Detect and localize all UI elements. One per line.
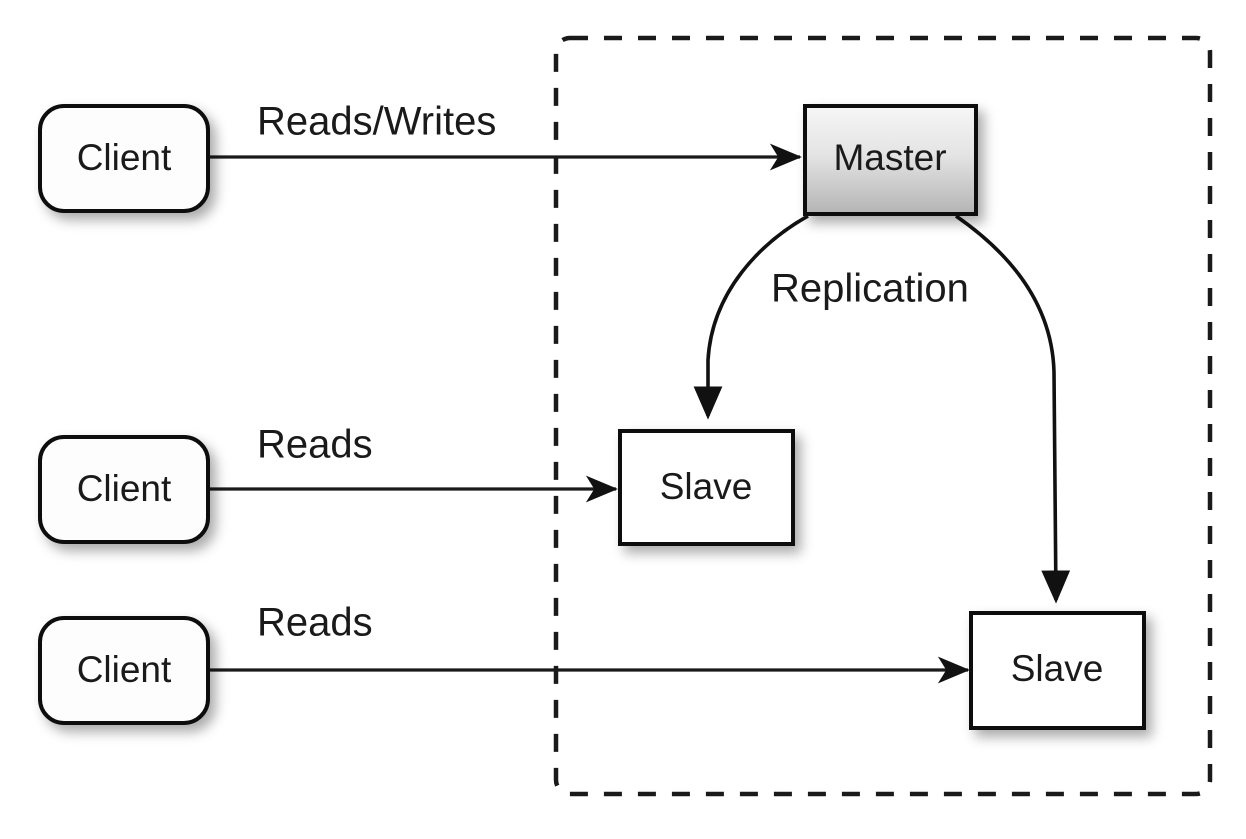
client-2-label: Client — [77, 468, 172, 509]
node-slave-2[interactable]: Slave — [969, 611, 1146, 730]
client-1-shape — [38, 104, 210, 213]
edge-label-replication: Replication — [771, 267, 969, 311]
node-master[interactable]: Master — [803, 104, 978, 216]
node-client-2[interactable]: Client — [38, 435, 210, 544]
node-client-3[interactable]: Client — [38, 616, 210, 725]
client-2-shape — [38, 435, 210, 544]
node-slave-1[interactable]: Slave — [618, 429, 795, 546]
node-client-1[interactable]: Client — [38, 104, 210, 213]
edge-curve-master-slave2 — [954, 214, 1071, 604]
slave-1-label: Slave — [660, 466, 753, 507]
edge-label-reads-slave1: Reads — [257, 423, 373, 467]
client-3-shape — [38, 616, 210, 725]
client-3-label: Client — [77, 649, 172, 690]
slave-1-shape — [618, 429, 795, 546]
edge-label-reads-slave2: Reads — [257, 601, 373, 645]
cluster-boundary — [553, 35, 1213, 797]
slave-2-label: Slave — [1011, 648, 1104, 689]
slave-2-shape — [969, 611, 1146, 730]
client-1-label: Client — [77, 137, 172, 178]
edge-curve-master-slave1 — [693, 214, 809, 420]
edge-label-reads-writes: Reads/Writes — [257, 100, 496, 144]
master-label: Master — [833, 137, 946, 178]
master-shape — [803, 104, 978, 216]
